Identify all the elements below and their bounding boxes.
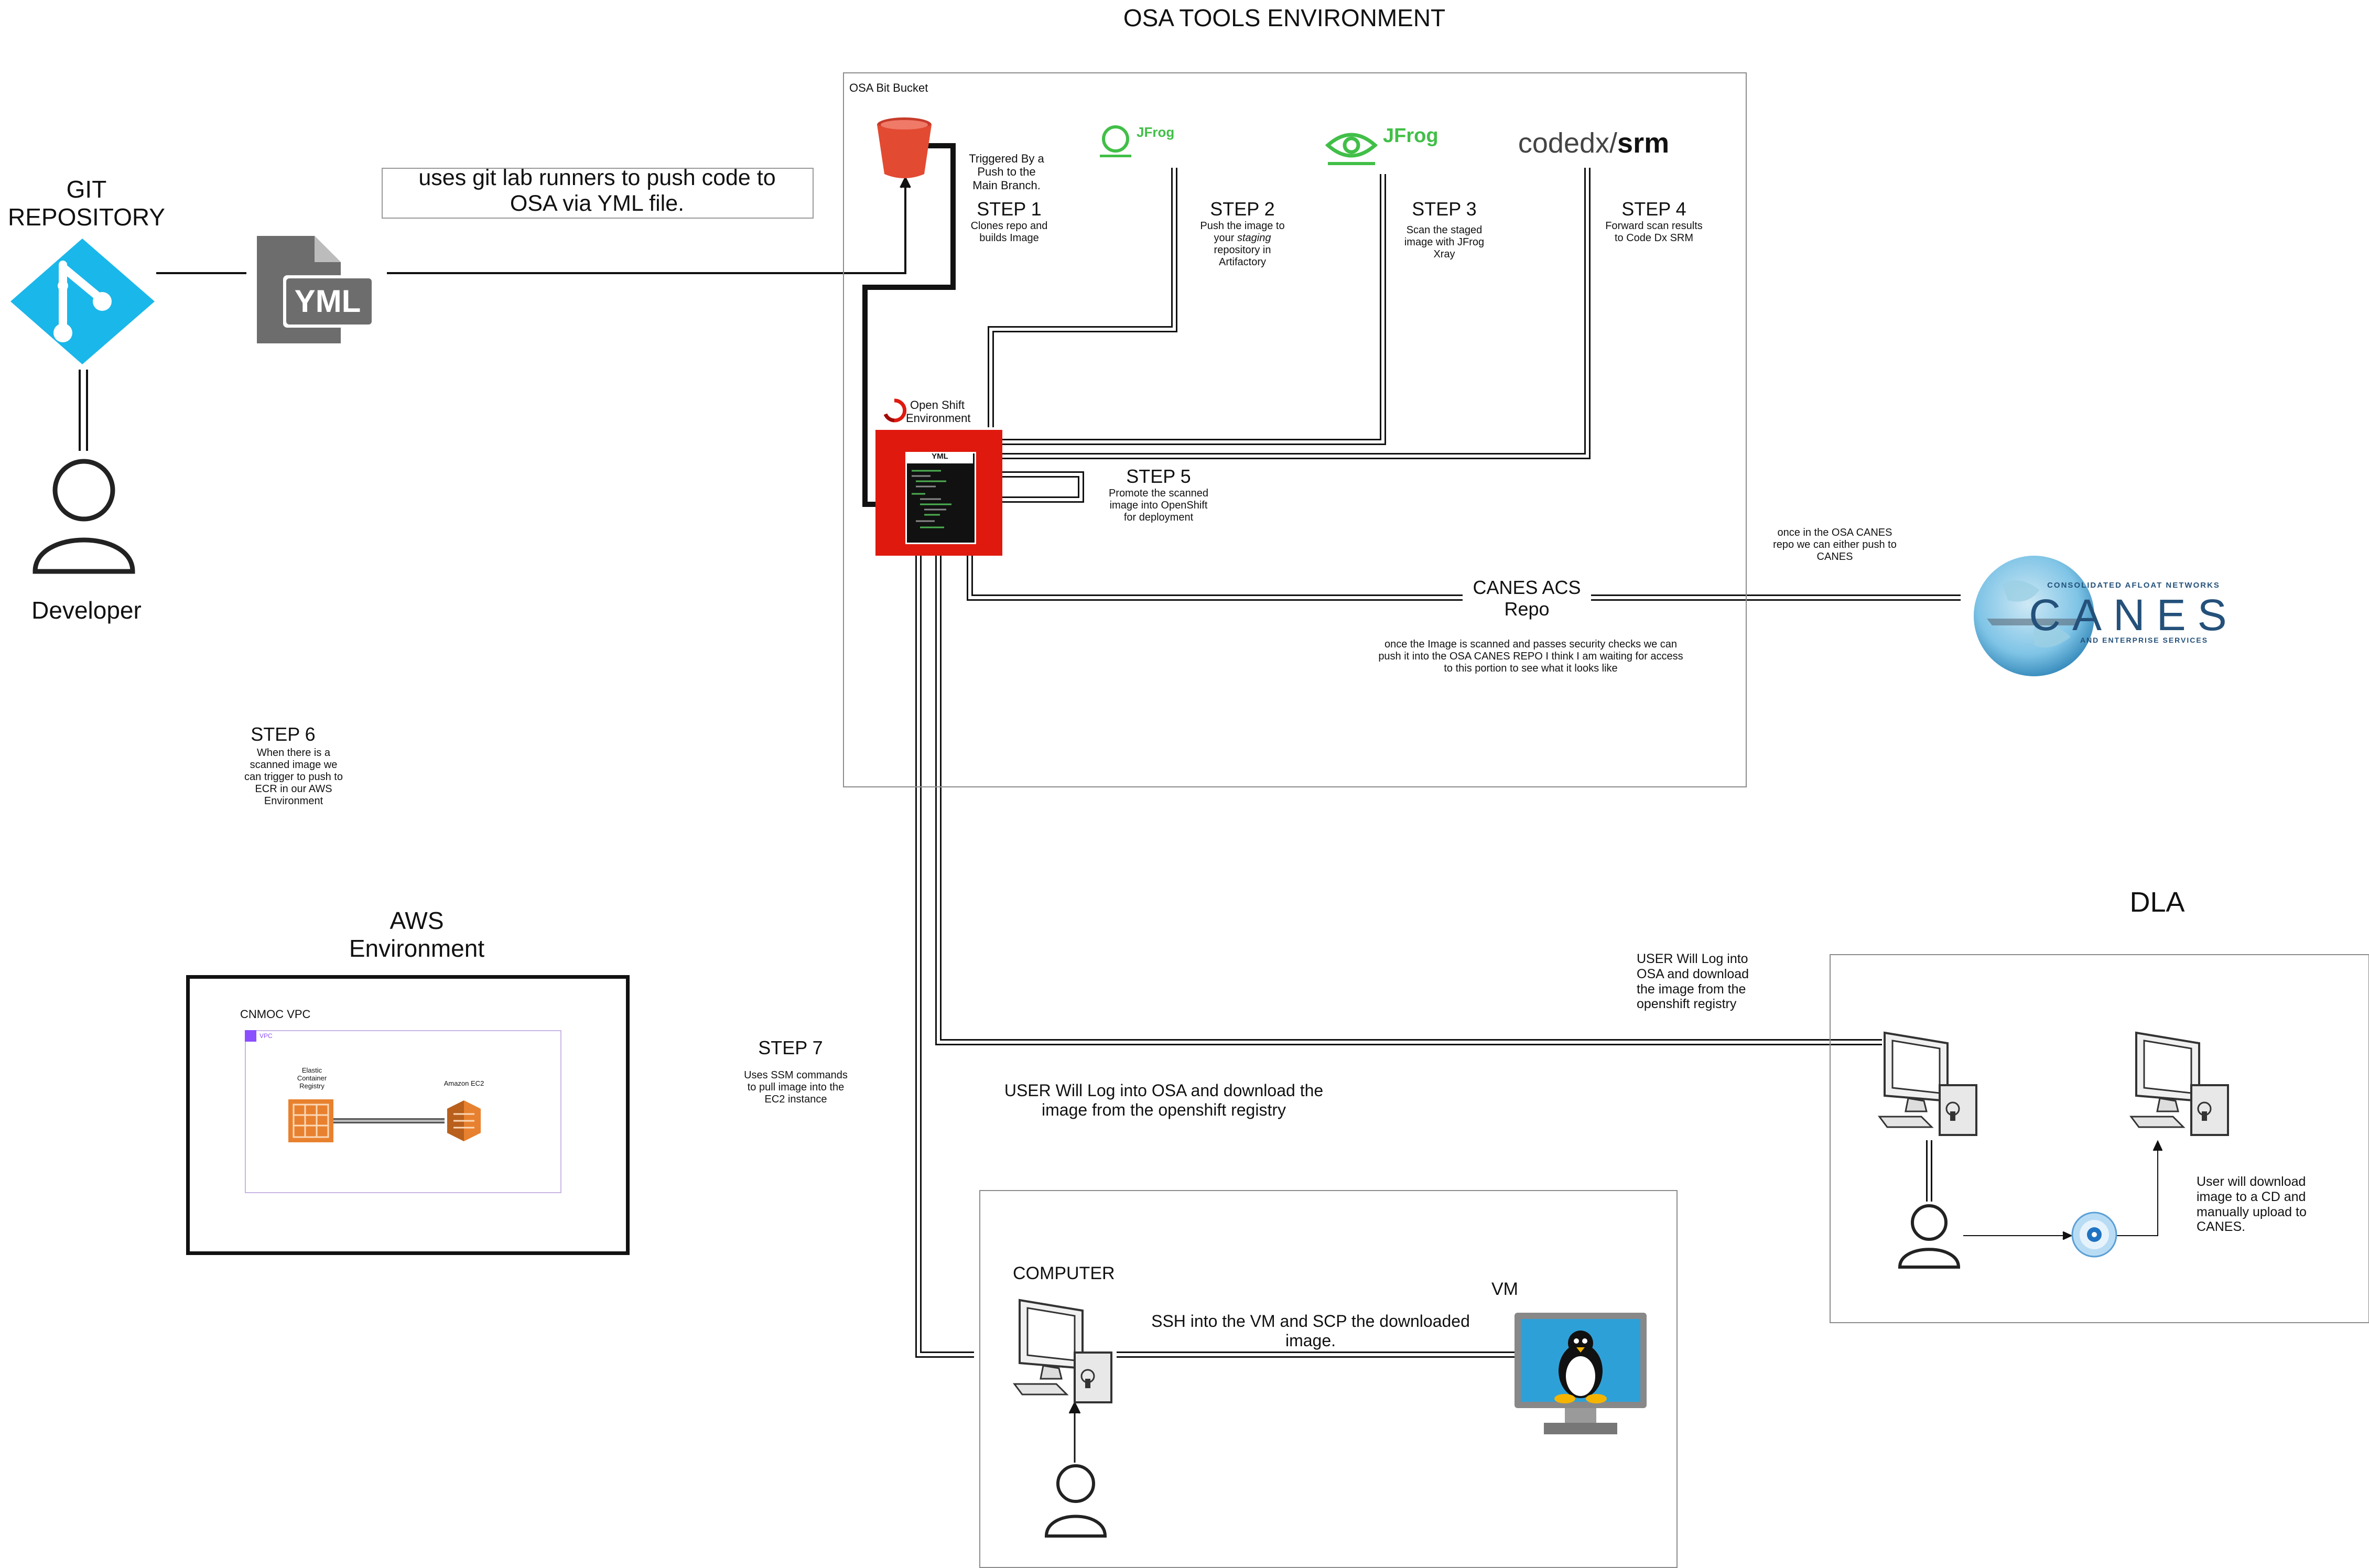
step3-heading: STEP 3 (1412, 198, 1477, 220)
canes-logo-word: CANES (2029, 590, 2238, 640)
dla-user-note: USER Will Log into OSA and download the … (1637, 951, 1749, 1012)
openshift-label: Open Shift Environment (906, 398, 971, 425)
local-user-icon (1044, 1464, 1107, 1538)
step2-body: Push the image to your staging repositor… (1182, 220, 1303, 268)
ecr-icon (288, 1099, 333, 1142)
ecr-label: Elastic Container Registry (297, 1066, 327, 1090)
vm-label: VM (1491, 1279, 1518, 1299)
computer-label: COMPUTER (1013, 1263, 1115, 1283)
step1-body: Clones repo and builds Image (970, 220, 1048, 244)
local-environment-frame (979, 1190, 1678, 1568)
vm-linux-monitor-icon (1515, 1313, 1647, 1434)
step2-heading: STEP 2 (1210, 198, 1275, 220)
diagram-title: OSA TOOLS ENVIRONMENT (1123, 4, 1446, 31)
jfrog-artifactory-icon (1102, 125, 1129, 153)
step4-heading: STEP 4 (1621, 198, 1686, 220)
cd-disc-icon (2071, 1212, 2117, 1258)
step6-body: When there is a scanned image we can tri… (244, 747, 343, 807)
runner-note-box (382, 168, 814, 219)
codedx-logo-a: codedx/ (1518, 127, 1618, 159)
yml-card-title: YML (907, 452, 973, 463)
step5-heading: STEP 5 (1126, 466, 1191, 487)
step4-body: Forward scan results to Code Dx SRM (1605, 220, 1703, 244)
yml-label: YML (294, 284, 361, 319)
canes-acs-repo-label: CANES ACS Repo (1473, 577, 1581, 620)
ssh-note: SSH into the VM and SCP the downloaded i… (1151, 1312, 1470, 1350)
step2-body-b: repository in Artifactory (1214, 244, 1271, 268)
dla-computer-2-icon (2129, 1031, 2229, 1136)
computer-icon (1013, 1299, 1112, 1403)
ec2-icon (447, 1100, 481, 1141)
osa-environment-frame (843, 72, 1747, 787)
vpc-tag: VPC (259, 1032, 273, 1040)
git-icon (10, 239, 155, 364)
developer-user-icon (33, 459, 135, 574)
trigger-note: Triggered By a Push to the Main Branch. (969, 152, 1044, 192)
dla-computer-1-icon (1878, 1031, 1977, 1136)
jfrog-xray-eye-icon (1325, 133, 1378, 165)
dla-user-icon (1898, 1204, 1961, 1269)
canes-globe-icon (1974, 556, 2094, 676)
yml-file-icon (257, 236, 375, 343)
canes-acs-note: once the Image is scanned and passes sec… (1378, 639, 1683, 674)
jfrog-label-1: JFrog (1137, 124, 1175, 140)
codedx-logo: codedx/srm (1510, 127, 1678, 159)
canes-push-note: once in the OSA CANES repo we can either… (1773, 527, 1897, 563)
aws-environment-frame (186, 975, 630, 1255)
vpc-box (245, 1030, 561, 1193)
step1-heading: STEP 1 (977, 198, 1042, 220)
step5-body: Promote the scanned image into OpenShift… (1108, 488, 1209, 523)
vpc-label: CNMOC VPC (240, 1008, 311, 1021)
step6-heading: STEP 6 (251, 723, 316, 745)
jfrog-label-2: JFrog (1383, 125, 1438, 147)
aws-title: AWS Environment (349, 907, 485, 962)
openshift-icon (883, 398, 906, 423)
dla-cd-note: User will download image to a CD and man… (2197, 1174, 2307, 1235)
bucket-icon (877, 117, 932, 178)
step2-body-em: staging (1237, 232, 1271, 244)
code-lines-icon (912, 470, 951, 528)
canes-logo-bottom: AND ENTERPRISE SERVICES (2080, 636, 2209, 644)
step2-body-a: Push the image to your (1200, 220, 1285, 244)
osa-bitbucket-label: OSA Bit Bucket (849, 81, 928, 94)
vpc-icon (245, 1030, 256, 1042)
codedx-logo-b: srm (1617, 127, 1670, 159)
ec2-label: Amazon EC2 (443, 1079, 484, 1087)
step7-heading: STEP 7 (758, 1037, 823, 1058)
canes-logo-top: CONSOLIDATED AFLOAT NETWORKS (2047, 581, 2220, 590)
step3-body: Scan the staged image with JFrog Xray (1404, 224, 1485, 260)
jfrog-underline (1100, 155, 1131, 157)
user-download-note: USER Will Log into OSA and download the … (1004, 1081, 1324, 1119)
runner-note: uses git lab runners to push code to OSA… (418, 165, 776, 217)
yml-card (905, 452, 976, 544)
git-repository-label: GIT REPOSITORY (8, 176, 165, 231)
dla-title: DLA (2129, 886, 2185, 918)
step7-body: Uses SSM commands to pull image into the… (744, 1069, 848, 1105)
developer-label: Developer (31, 597, 142, 624)
